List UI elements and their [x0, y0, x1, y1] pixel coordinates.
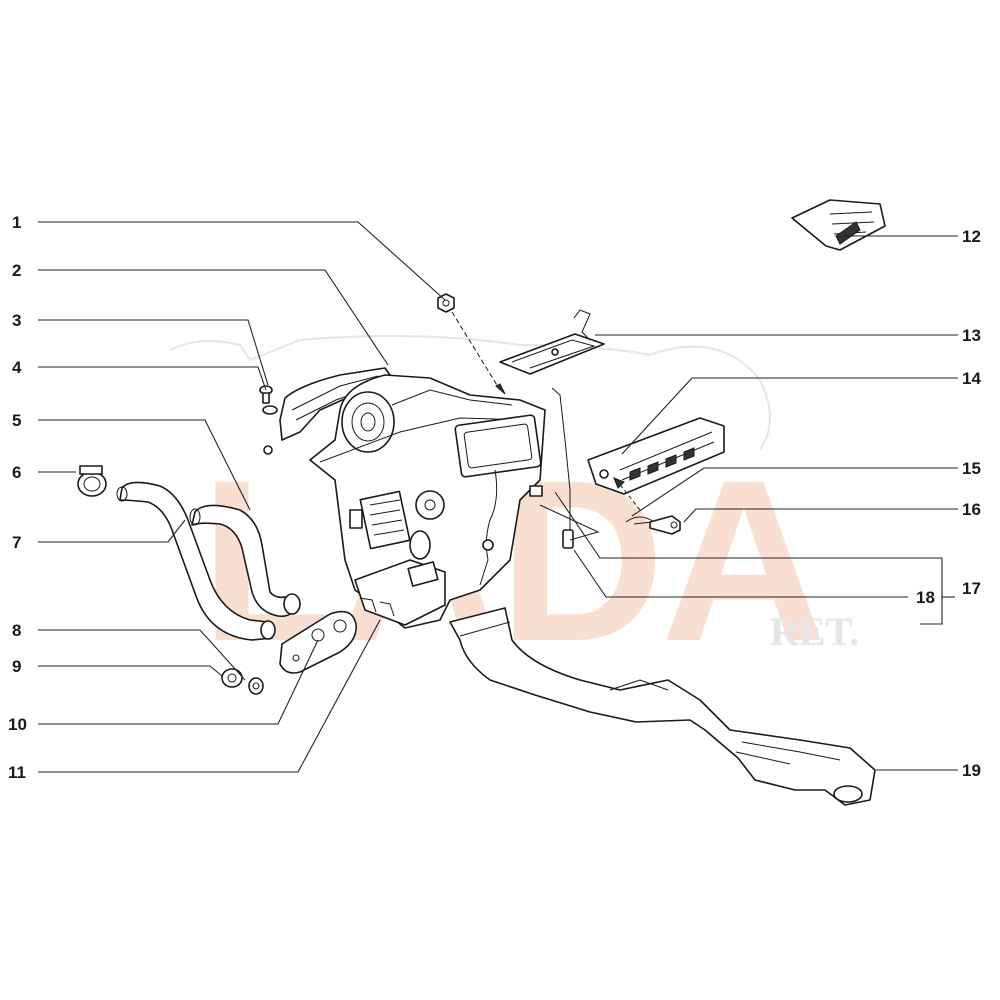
- part-1-nut: [437, 293, 506, 395]
- callout-19: 19: [962, 761, 981, 780]
- part-5-pipe: [189, 504, 301, 618]
- callout-5: 5: [12, 411, 21, 430]
- callout-15: 15: [962, 459, 981, 478]
- watermark-subtext: RET.: [770, 609, 859, 654]
- callout-16: 16: [962, 500, 981, 519]
- callout-11: 11: [8, 763, 26, 782]
- callout-17: 17: [962, 579, 981, 598]
- callout-6: 6: [12, 463, 21, 482]
- callout-2: 2: [12, 261, 21, 280]
- leader-lines: [38, 221, 958, 773]
- part-8-9-nut-washer: [221, 668, 264, 695]
- part-3-4-screw: [259, 385, 278, 415]
- callout-18: 18: [916, 588, 935, 607]
- callout-7: 7: [12, 533, 21, 552]
- part-12-vent: [791, 199, 886, 251]
- callout-labels: 1 2 3 4 5 6 7 8 9 10 11 12 13 14 15 16 1…: [8, 213, 981, 782]
- part-19-air-duct: [449, 607, 876, 806]
- part-15-16-clip-screw: [625, 515, 681, 535]
- part-heater-housing: [309, 374, 546, 629]
- part-10-gasket: [279, 610, 357, 674]
- part-17-rod: [551, 387, 574, 549]
- part-6-clamp: [77, 465, 107, 497]
- callout-1: 1: [12, 213, 21, 232]
- callout-8: 8: [12, 621, 21, 640]
- callout-10: 10: [8, 715, 27, 734]
- part-7-pipe: [116, 481, 276, 641]
- callout-14: 14: [962, 369, 981, 388]
- part-14-control-unit: [587, 417, 725, 511]
- part-13-flap: [499, 309, 605, 375]
- callout-4: 4: [12, 358, 22, 377]
- callout-9: 9: [12, 657, 21, 676]
- callout-12: 12: [962, 227, 981, 246]
- callout-3: 3: [12, 311, 21, 330]
- callout-13: 13: [962, 326, 981, 345]
